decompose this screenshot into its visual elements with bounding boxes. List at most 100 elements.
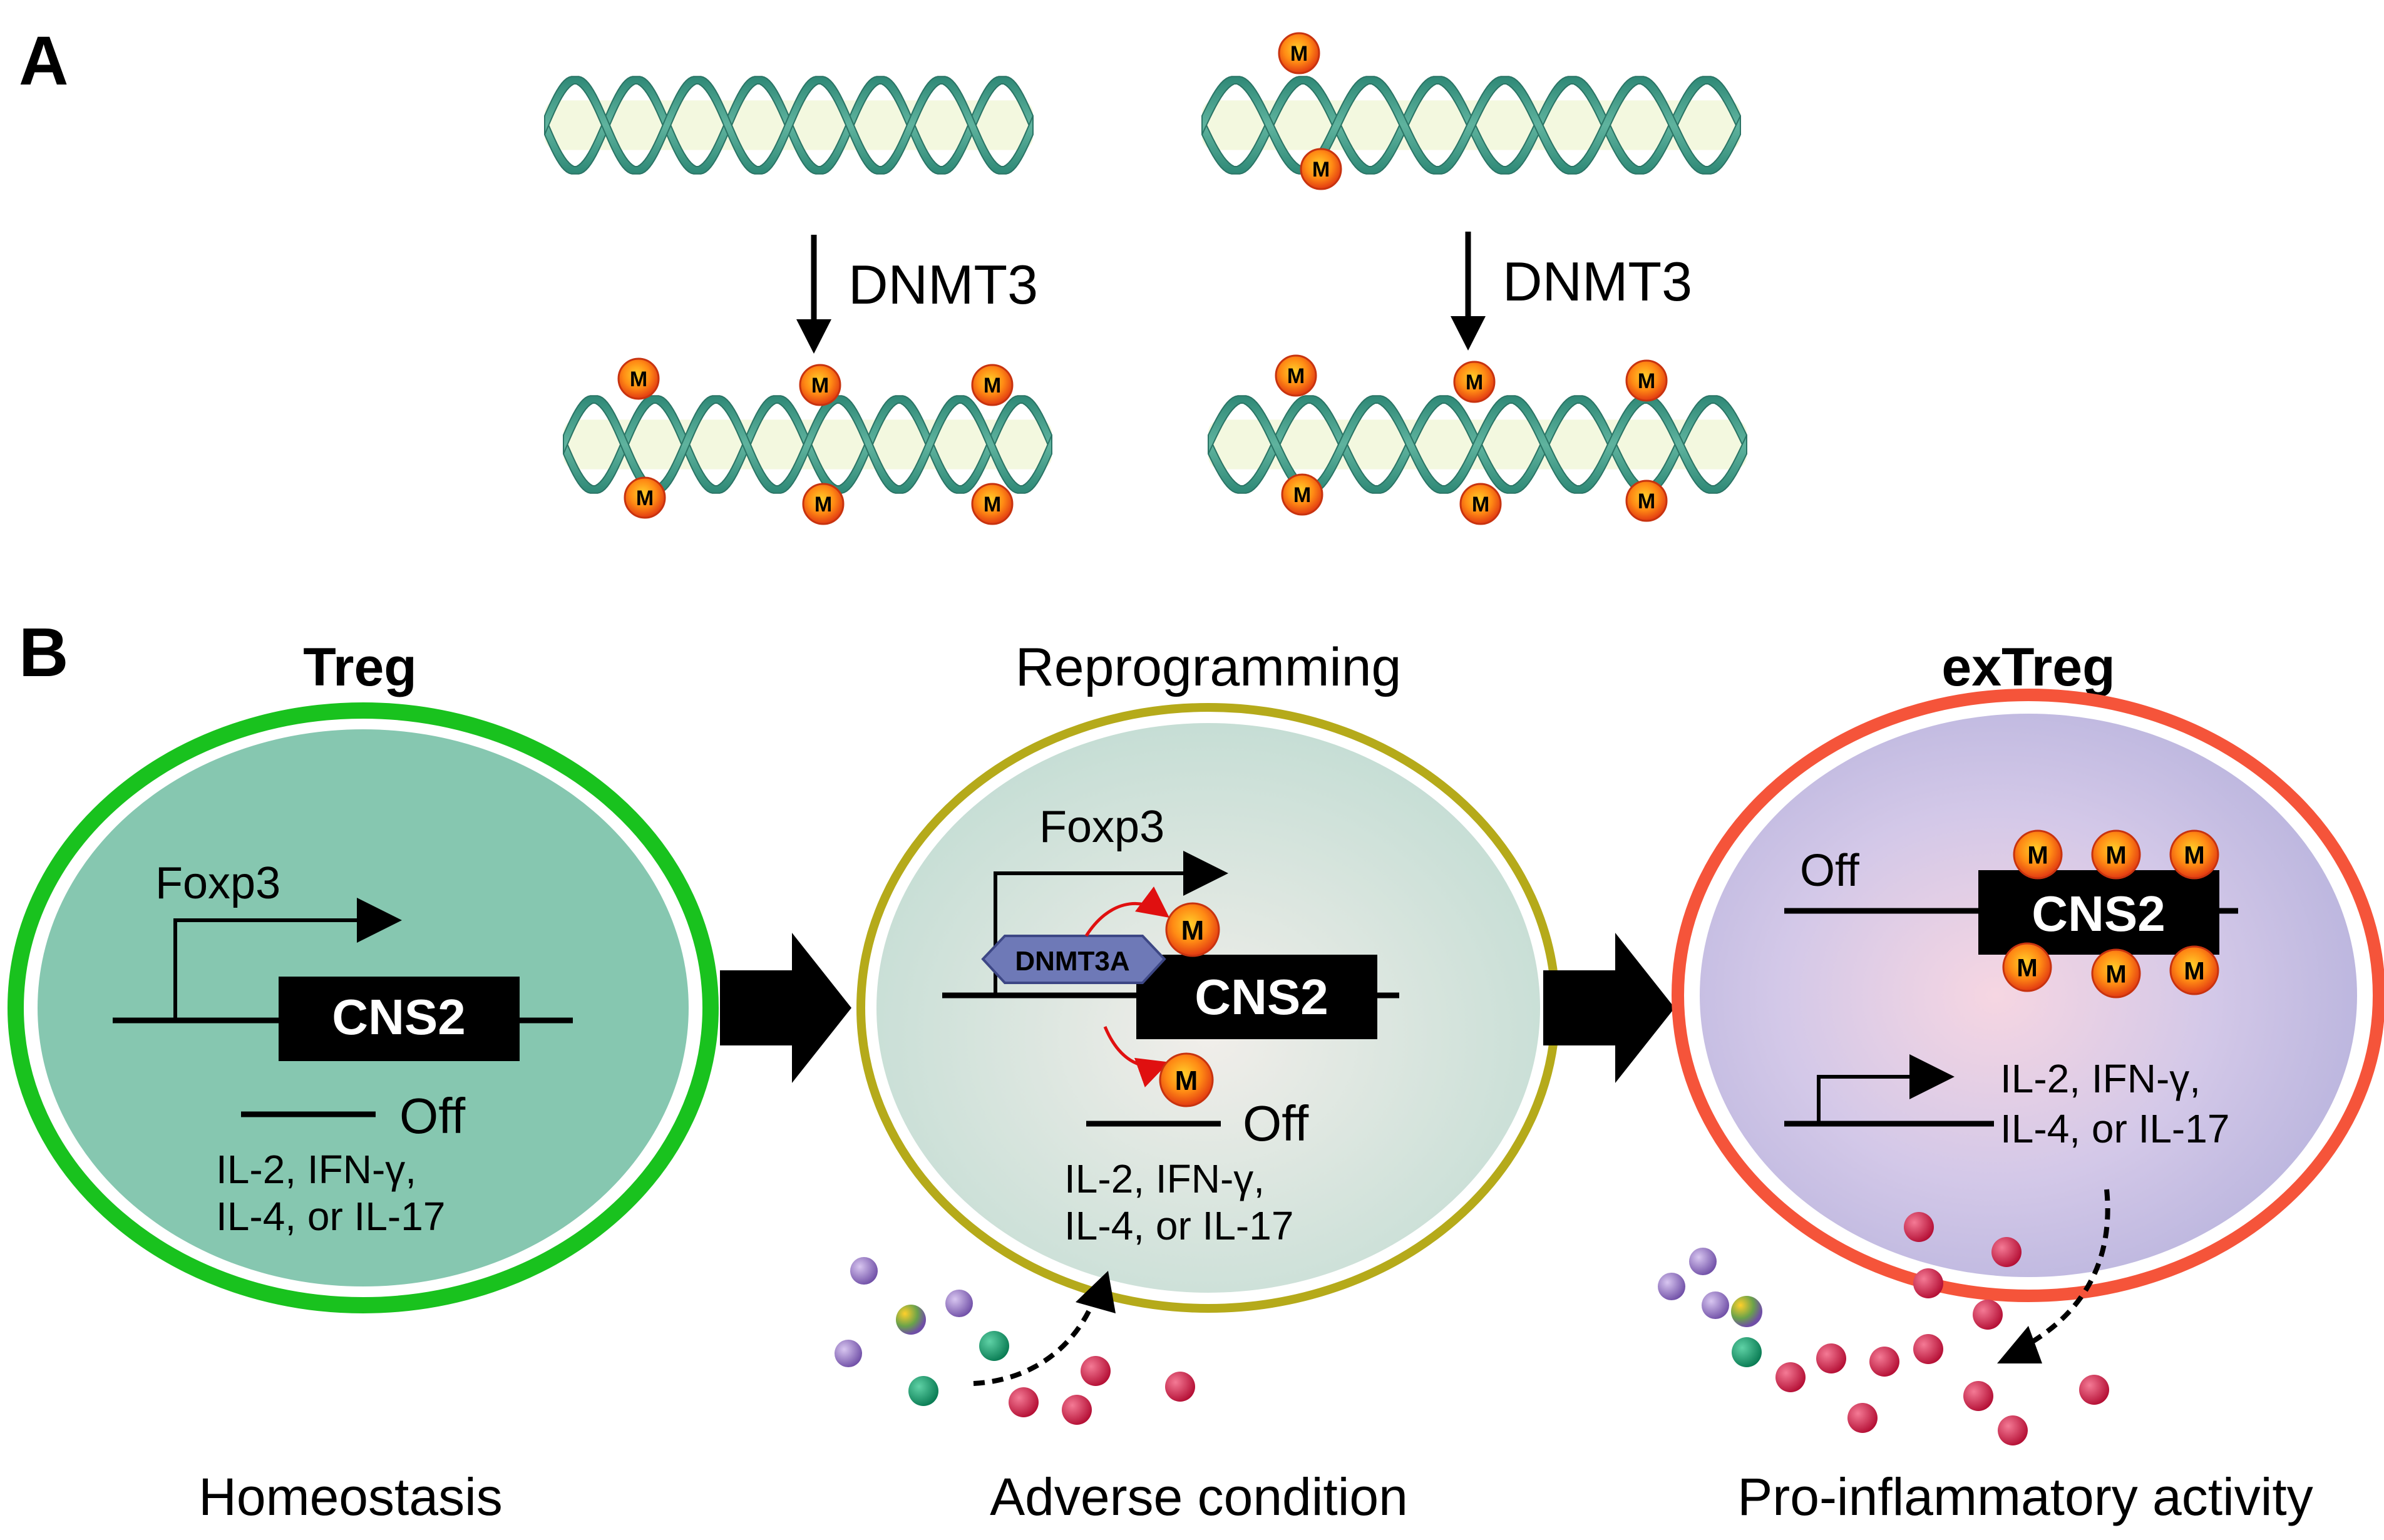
methyl-mark: M <box>2169 829 2219 880</box>
methyl-mark: M <box>1165 902 1220 957</box>
methyl-mark: M <box>1281 473 1323 516</box>
extreg-footer: Pro-inflammatory activity <box>1737 1467 2313 1526</box>
reprogramming-cytokines-line2: IL-4, or IL-17 <box>1064 1203 1293 1248</box>
methyl-mark-letter: M <box>1293 483 1311 507</box>
transition-arrow-2 <box>1543 933 1675 1083</box>
methyl-mark-circle <box>2169 829 2219 880</box>
methyl-mark-circle <box>1459 483 1502 525</box>
extreg-gene-locus <box>1784 870 2238 955</box>
methyl-mark: M <box>1625 480 1668 522</box>
methyl-mark: M <box>617 357 660 400</box>
methyl-marks-extreg: M M M M M M <box>2002 829 2219 998</box>
adverse-signal-arrowhead <box>1076 1271 1116 1313</box>
methyl-mark-letter: M <box>1472 493 1489 516</box>
extreg-cytokines-line2: IL-4, or IL-17 <box>2000 1106 2229 1151</box>
methyl-mark-circle <box>2013 829 2063 880</box>
methyl-mark-letter: M <box>1638 369 1655 393</box>
transition-arrow-1 <box>720 933 851 1083</box>
methyl-mark: M <box>971 364 1014 406</box>
methyl-mark-letter: M <box>630 367 647 391</box>
reprogramming-off-label: Off <box>1243 1096 1309 1151</box>
helix-bottom-left <box>563 395 1052 494</box>
methyl-mark-letter: M <box>2184 841 2204 869</box>
helix-strand-b <box>544 76 1034 175</box>
extreg-cytokines-line1: IL-2, IFN-γ, <box>2000 1056 2201 1101</box>
helix-top-right <box>1201 76 1741 175</box>
methyl-mark-circle <box>2091 829 2141 880</box>
methyl-mark-circle <box>2169 945 2219 995</box>
methyl-mark-circle <box>1300 148 1342 190</box>
treg-cytokines-line2: IL-4, or IL-17 <box>216 1194 445 1239</box>
methyl-mark: M <box>802 483 845 525</box>
methyl-mark-letter: M <box>984 374 1001 398</box>
methyl-mark: M <box>2169 945 2219 995</box>
reprogramming-cytokines-line1: IL-2, IFN-γ, <box>1064 1156 1265 1201</box>
methyl-mark: M <box>1625 359 1668 402</box>
methyl-mark-circle <box>1625 359 1668 402</box>
reprogramming-cns2-label: CNS2 <box>1195 969 1328 1025</box>
methyl-mark: M <box>2091 829 2141 880</box>
reprogramming-title: Reprogramming <box>1015 637 1402 697</box>
reprogramming-footer: Adverse condition <box>990 1467 1408 1526</box>
methyl-mark: M <box>2091 948 2141 998</box>
cytokines-adverse-condition <box>835 1257 1195 1425</box>
methyl-mark-circle <box>1453 361 1496 403</box>
methyl-mark: M <box>1459 483 1502 525</box>
methyl-mark-circle <box>799 364 841 406</box>
extreg-off-label: Off <box>1800 846 1860 896</box>
helix-strand-b <box>1208 395 1747 494</box>
methyl-mark-letter: M <box>1175 1065 1198 1096</box>
methyl-mark-letter: M <box>1287 364 1305 388</box>
dnmt3a-enzyme <box>981 935 1166 984</box>
helix-top-left <box>544 76 1034 175</box>
methyl-mark: M <box>2002 942 2052 992</box>
treg-footer: Homeostasis <box>198 1467 503 1526</box>
methyl-mark-letter: M <box>1638 490 1655 513</box>
dnmt3a-label: DNMT3A <box>1015 946 1129 977</box>
dnmt3-label-left: DNMT3 <box>848 254 1038 316</box>
methyl-mark-circle <box>1625 480 1668 522</box>
methyl-mark: M <box>1159 1052 1214 1107</box>
methylation-arrows <box>1084 886 1170 1087</box>
methyl-mark-letter: M <box>636 486 654 510</box>
methyl-marks-panel-a: M M M M M M M M M M M M M M <box>617 32 1668 525</box>
methyl-mark-letter: M <box>1290 42 1308 66</box>
extreg-cns2-label: CNS2 <box>2032 886 2165 942</box>
methyl-mark-circle <box>2002 942 2052 992</box>
treg-gene-locus <box>113 898 573 1061</box>
methyl-mark: M <box>799 364 841 406</box>
methyl-mark-circle <box>1275 354 1317 397</box>
methyl-mark-letter: M <box>1312 158 1330 182</box>
methyl-marks-reprogramming: M M <box>1159 902 1220 1107</box>
methyl-mark-letter: M <box>1466 371 1483 394</box>
methyl-mark-circle <box>971 364 1014 406</box>
extreg-cell <box>1672 689 2384 1302</box>
treg-off-label: Off <box>399 1088 466 1144</box>
methyl-mark: M <box>971 483 1014 525</box>
methyl-mark-letter: M <box>1181 915 1205 946</box>
methyl-mark-letter: M <box>984 493 1001 516</box>
secretion-arrow <box>2024 1189 2110 1348</box>
methyl-mark-circle <box>1281 473 1323 516</box>
methyl-mark-circle <box>971 483 1014 525</box>
treg-foxp3-label: Foxp3 <box>155 858 280 908</box>
methyl-mark-letter: M <box>2105 960 2126 988</box>
treg-title: Treg <box>303 637 417 697</box>
reprogramming-foxp3-label: Foxp3 <box>1039 802 1164 852</box>
adverse-signal-arrow <box>973 1295 1098 1386</box>
methyl-mark: M <box>624 476 666 519</box>
methyl-mark-circle <box>1159 1052 1214 1107</box>
methyl-mark-circle <box>624 476 666 519</box>
methyl-mark: M <box>1453 361 1496 403</box>
methyl-mark-letter: M <box>2027 841 2048 869</box>
methyl-mark-circle <box>2091 948 2141 998</box>
reprogramming-gene-locus <box>942 851 1399 1039</box>
methyl-mark: M <box>1300 148 1342 190</box>
treg-cytokines-line1: IL-2, IFN-γ, <box>216 1147 416 1192</box>
methyl-mark-circle <box>1278 32 1320 74</box>
methyl-mark-letter: M <box>811 374 829 398</box>
dnmt3-arrow-right <box>1451 232 1486 351</box>
cytokines-pro-inflammatory <box>1658 1212 2109 1445</box>
dnmt3-arrow-left <box>796 235 831 354</box>
